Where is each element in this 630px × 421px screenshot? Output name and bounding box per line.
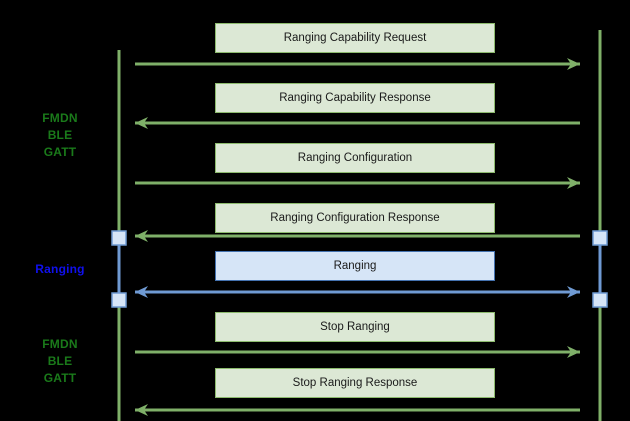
phase-ranging: Ranging	[35, 262, 85, 276]
arrow-msg-ranging-configuration	[135, 177, 580, 189]
message-label: Stop Ranging Response	[292, 377, 418, 389]
msg-ranging-capability-request: Ranging Capability Request	[215, 23, 495, 53]
msg-ranging-configuration-response: Ranging Configuration Response	[215, 203, 495, 233]
arrowhead-left	[135, 117, 148, 129]
arrowhead-left	[135, 286, 148, 298]
message-label: Ranging Configuration	[297, 152, 413, 164]
arrow-msg-ranging-configuration-response	[135, 230, 580, 242]
arrow-msg-stop-ranging-response	[135, 404, 580, 416]
activation-left-start-node	[111, 230, 127, 246]
arrowhead-right	[567, 58, 580, 70]
arrow-msg-ranging-capability-response	[135, 117, 580, 129]
activation-right-start-node	[592, 230, 608, 246]
phase-fmdn-ble-gatt-top: FMDN BLE GATT	[42, 111, 78, 159]
arrow-msg-stop-ranging	[135, 346, 580, 358]
arrowhead-right	[567, 346, 580, 358]
arrow-msg-ranging-capability-request	[135, 58, 580, 70]
message-label: Ranging	[333, 260, 377, 272]
phase-fmdn-ble-gatt-bottom: FMDN BLE GATT	[42, 337, 78, 385]
activation-right-end-node	[592, 292, 608, 308]
message-label: Stop Ranging	[320, 321, 390, 333]
message-label: Ranging Configuration Response	[270, 212, 440, 224]
arrowhead-right	[567, 177, 580, 189]
msg-ranging: Ranging	[215, 251, 495, 281]
arrowhead-right	[567, 286, 580, 298]
msg-ranging-capability-response: Ranging Capability Response	[215, 83, 495, 113]
msg-stop-ranging: Stop Ranging	[215, 312, 495, 342]
arrow-msg-ranging	[135, 286, 580, 298]
arrowhead-left	[135, 230, 148, 242]
message-label: Ranging Capability Request	[283, 32, 427, 44]
msg-stop-ranging-response: Stop Ranging Response	[215, 368, 495, 398]
message-label: Ranging Capability Response	[279, 92, 431, 104]
msg-ranging-configuration: Ranging Configuration	[215, 143, 495, 173]
activation-left-end-node	[111, 292, 127, 308]
arrowhead-left	[135, 404, 148, 416]
